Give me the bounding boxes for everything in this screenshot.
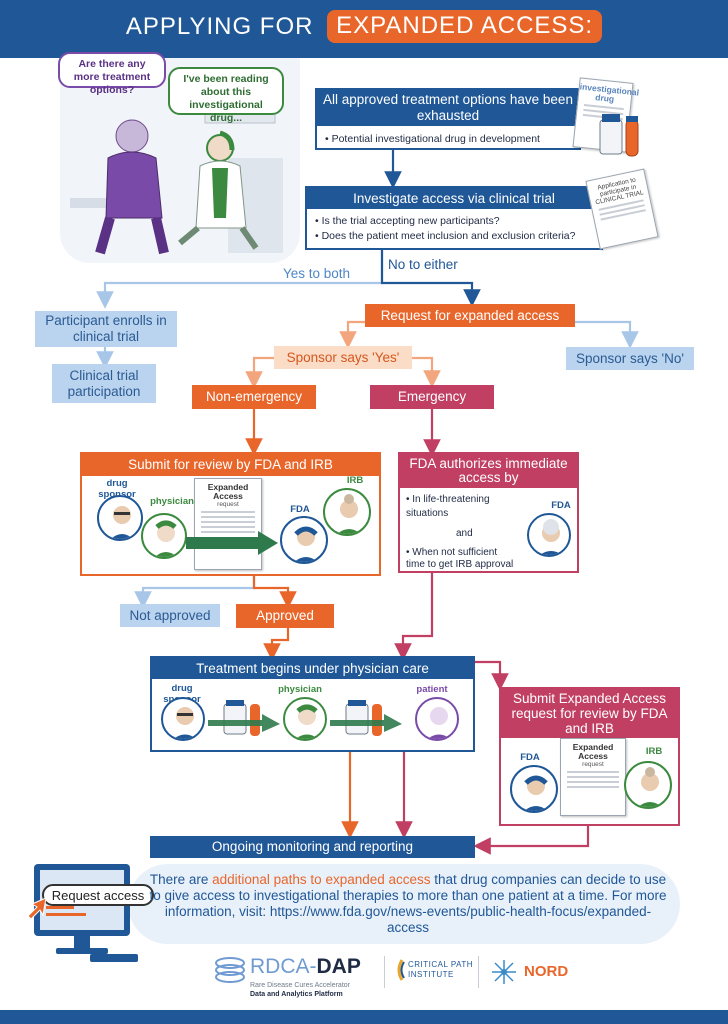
logo-divider-1 [384, 956, 385, 988]
submit-ea-irb-label: IRB [645, 746, 663, 757]
patient-speech-bubble: Are there any more treatment options? [58, 52, 166, 96]
doctor-speech-bubble: I've been reading about this investigati… [168, 67, 284, 124]
title-prefix: APPLYING FOR [125, 12, 314, 40]
monitoring-box: Ongoing monitoring and reporting [150, 836, 475, 858]
review-request-form: Expanded Access request [194, 478, 262, 570]
options-exhausted-box: All approved treatment options have been… [315, 88, 581, 150]
footer-bar [0, 1010, 728, 1024]
sponsor-label: drug sponsor [98, 478, 135, 500]
logo-divider-2 [478, 956, 479, 988]
nord-wordmark: NORD [524, 963, 569, 980]
emergency-fda-avatar [527, 513, 571, 557]
submit-ea-form-sub: request [582, 761, 604, 768]
critical-path-logo-icon [397, 959, 405, 981]
non-emergency-box: Non-emergency [192, 385, 316, 409]
info-panel [128, 864, 680, 944]
review-form-title: Expanded Access [207, 482, 249, 501]
rdca-dap-wordmark: RDCA-DAP [250, 955, 361, 979]
drug-sponsor-avatar [97, 495, 143, 541]
emergency-bullet-2: • When not sufficient time to get IRB ap… [406, 547, 514, 570]
submit-ea-fda-label: FDA [520, 752, 540, 763]
request-expanded-access-box: Request for expanded access [365, 304, 575, 327]
treatment-physician-avatar [283, 697, 327, 741]
step1-bullet: • Potential investigational drug in deve… [325, 133, 540, 145]
drug-handoff-icon-2 [330, 700, 402, 736]
info-text-post: that drug companies can decide to use to… [149, 872, 667, 935]
info-text-pre: There are [149, 872, 213, 887]
treatment-heading: Treatment begins under physician care [152, 658, 473, 679]
rdca-wordmark-dap: DAP [316, 955, 361, 978]
approved-box: Approved [236, 604, 334, 628]
step2-bullet-2-text: Does the patient meet inclusion and excl… [321, 230, 576, 242]
review-form-sub: request [217, 501, 239, 508]
step1-bullet-text: Potential investigational drug in develo… [331, 133, 540, 145]
page-title: APPLYING FOR EXPANDED ACCESS: [0, 10, 728, 43]
clinical-trial-box: Investigate access via clinical trial • … [305, 186, 603, 250]
participant-enrolls-box: Participant enrolls in clinical trial [35, 311, 177, 347]
trial-doc-label: Application to participate in CLINICAL T… [594, 176, 645, 207]
computer-monitor-icon [34, 864, 138, 962]
treatment-patient-avatar [415, 697, 459, 741]
info-text: There are additional paths to expanded a… [148, 872, 668, 936]
critical-path-wordmark: CRITICAL PATH INSTITUTE [408, 960, 473, 980]
nord-logo-icon [492, 960, 516, 984]
rdca-dap-logo-icon [215, 957, 245, 983]
title-highlight: EXPANDED ACCESS: [327, 10, 603, 43]
request-access-button[interactable]: Request access [42, 884, 154, 906]
drug-bottles-icon [599, 114, 639, 157]
submit-ea-form-title: Expanded Access [572, 742, 614, 761]
emergency-bullet-2-text: When not sufficient time to get IRB appr… [406, 547, 514, 570]
treatment-physician-label: physician [278, 684, 322, 695]
submit-ea-irb-avatar [624, 761, 672, 809]
step2-bullet-1-text: Is the trial accepting new participants? [321, 215, 500, 227]
rdca-subtitle-2: Data and Analytics Platform [250, 991, 343, 998]
rdca-subtitle-1: Rare Disease Cures Accelerator [250, 982, 350, 989]
clinical-trial-heading: Investigate access via clinical trial [307, 188, 601, 209]
submit-ea-fda-avatar [510, 765, 558, 813]
options-exhausted-heading: All approved treatment options have been… [317, 90, 579, 126]
critical-path-line1: CRITICAL PATH [408, 960, 474, 969]
step2-bullet-2: • Does the patient meet inclusion and ex… [315, 230, 576, 242]
irb-label: IRB [346, 475, 364, 486]
sponsor-yes-box: Sponsor says 'Yes' [274, 346, 412, 369]
not-approved-box: Not approved [120, 604, 220, 627]
info-text-highlight: additional paths to expanded access [212, 872, 431, 887]
treatment-sponsor-avatar [161, 697, 205, 741]
submit-ea-heading: Submit Expanded Access request for revie… [501, 689, 678, 738]
physician-label: physician [150, 496, 194, 507]
emergency-bullet-1-text: In life-threatening situations [406, 494, 490, 519]
drug-handoff-icon-1 [208, 700, 280, 736]
submit-arrow-icon [186, 531, 278, 555]
fda-label: FDA [290, 504, 310, 515]
review-heading: Submit for review by FDA and IRB [82, 454, 379, 476]
emergency-bullet-1: • In life-threatening situations [406, 494, 490, 519]
emergency-and-label: and [456, 528, 473, 539]
cursor-arrow-icon [27, 897, 47, 920]
emergency-fda-label: FDA [551, 500, 571, 511]
irb-avatar [323, 488, 371, 536]
no-to-either-label: No to either [388, 257, 458, 272]
submit-ea-form: Expanded Access request [560, 738, 626, 816]
rdca-wordmark-main: RDCA- [250, 955, 317, 978]
emergency-heading: FDA authorizes immediate access by [400, 454, 577, 488]
step2-bullet-1: • Is the trial accepting new participant… [315, 215, 500, 227]
critical-path-line2: INSTITUTE [408, 970, 454, 979]
drug-doc-label: investigational drug [579, 81, 640, 105]
treatment-patient-label: patient [416, 684, 448, 695]
sponsor-no-box: Sponsor says 'No' [566, 347, 694, 370]
fda-avatar [280, 516, 328, 564]
physician-avatar [141, 513, 187, 559]
emergency-box: Emergency [370, 385, 494, 409]
trial-participation-box: Clinical trial participation [52, 364, 156, 403]
yes-to-both-label: Yes to both [283, 266, 351, 281]
